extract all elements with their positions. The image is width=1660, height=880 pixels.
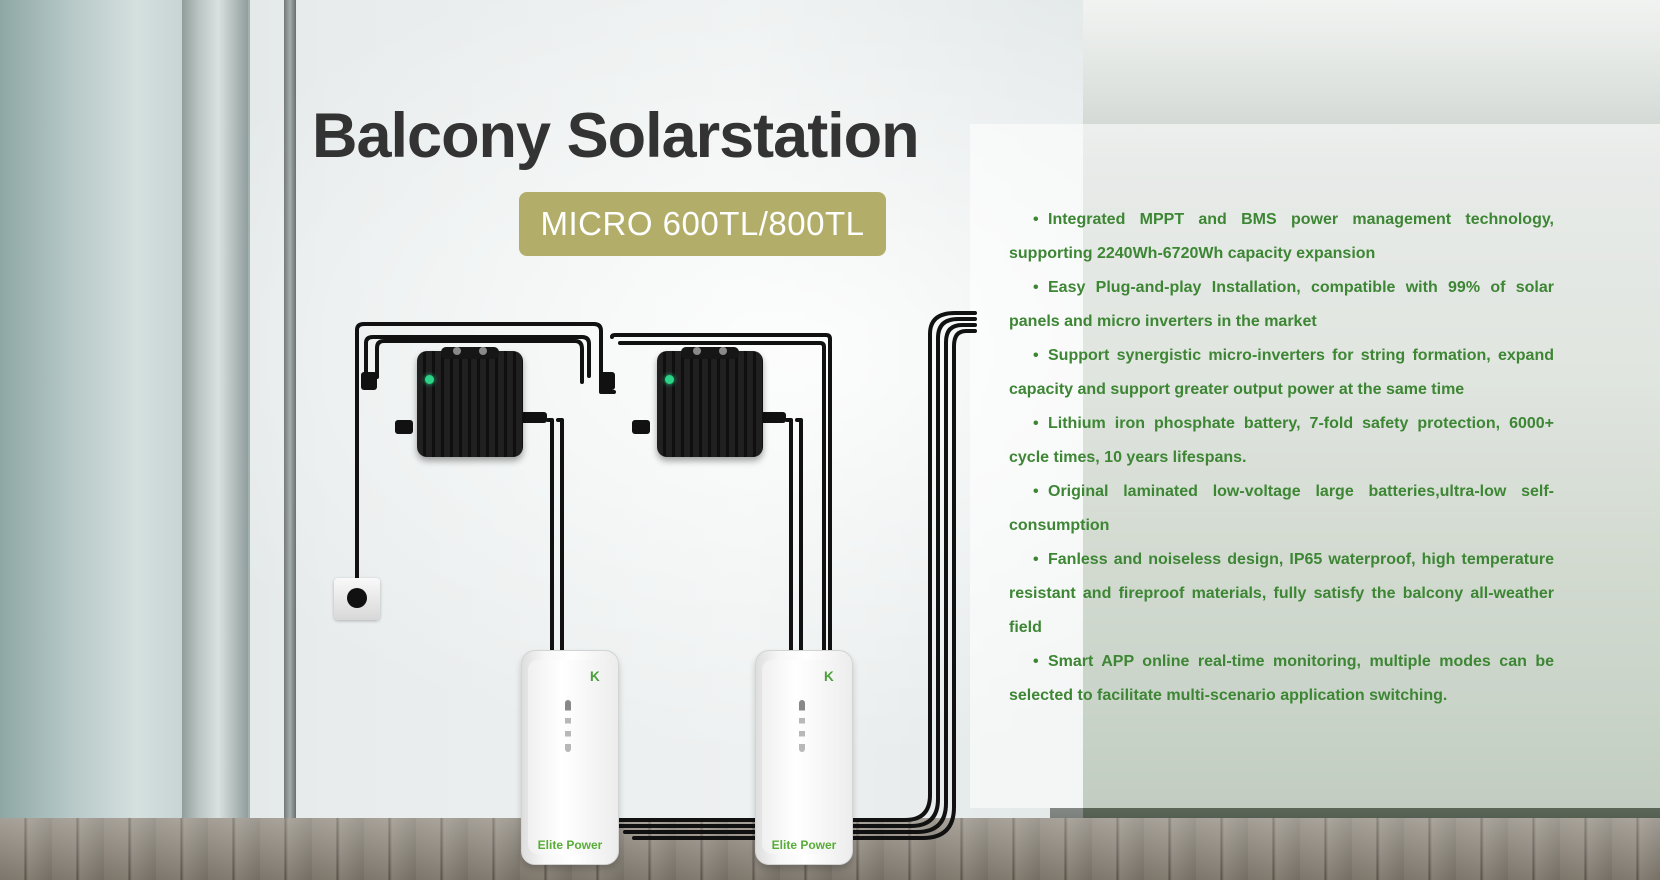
- bullet-icon: •: [1033, 415, 1039, 432]
- feature-item: •Fanless and noiseless design, IP65 wate…: [1009, 543, 1554, 645]
- port-icon: [479, 347, 487, 355]
- micro-inverter-left: [417, 347, 523, 457]
- feature-text: Easy Plug-and-play Installation, compati…: [1009, 279, 1554, 330]
- power-socket: [334, 578, 380, 620]
- battery-level-indicator: [565, 700, 571, 752]
- door-frame-right: [284, 0, 296, 880]
- battery-brand-label: Elite Power: [771, 838, 837, 852]
- brand-logo-icon: ᴷ: [590, 669, 600, 691]
- bullet-icon: •: [1033, 483, 1039, 500]
- status-led-icon: [425, 375, 434, 384]
- feature-text: Fanless and noiseless design, IP65 water…: [1009, 551, 1554, 636]
- inverter-top-cover: [681, 347, 739, 359]
- feature-list: •Integrated MPPT and BMS power managemen…: [1009, 203, 1554, 713]
- feature-item: •Lithium iron phosphate battery, 7-fold …: [1009, 407, 1554, 475]
- micro-inverter-right: [657, 347, 763, 457]
- door-frame-left: [182, 0, 248, 880]
- inverter-top-cover: [441, 347, 499, 359]
- feature-item: •Smart APP online real-time monitoring, …: [1009, 645, 1554, 713]
- bullet-icon: •: [1033, 211, 1039, 228]
- port-icon: [453, 347, 461, 355]
- battery-unit-right: ᴷ Elite Power: [755, 650, 853, 865]
- feature-item: •Support synergistic micro-inverters for…: [1009, 339, 1554, 407]
- port-icon: [719, 347, 727, 355]
- battery-unit-left: ᴷ Elite Power: [521, 650, 619, 865]
- battery-front-face: [528, 660, 612, 854]
- battery-level-indicator: [799, 700, 805, 752]
- port-icon: [693, 347, 701, 355]
- feature-panel: [970, 124, 1660, 808]
- page-title: Balcony Solarstation: [312, 101, 920, 171]
- brand-logo-icon: ᴷ: [824, 669, 834, 691]
- battery-brand-label: Elite Power: [537, 838, 603, 852]
- feature-item: •Integrated MPPT and BMS power managemen…: [1009, 203, 1554, 271]
- plug-icon: [347, 588, 367, 608]
- bullet-icon: •: [1033, 653, 1039, 670]
- bullet-icon: •: [1033, 279, 1039, 296]
- model-badge: MICRO 600TL/800TL: [519, 192, 886, 256]
- feature-item: •Original laminated low-voltage large ba…: [1009, 475, 1554, 543]
- feature-item: •Easy Plug-and-play Installation, compat…: [1009, 271, 1554, 339]
- feature-text: Lithium iron phosphate battery, 7-fold s…: [1009, 415, 1554, 466]
- bullet-icon: •: [1033, 347, 1039, 364]
- battery-front-face: [762, 660, 846, 854]
- feature-text: Integrated MPPT and BMS power management…: [1009, 211, 1554, 262]
- status-led-icon: [665, 375, 674, 384]
- bullet-icon: •: [1033, 551, 1039, 568]
- feature-text: Original laminated low-voltage large bat…: [1009, 483, 1554, 534]
- feature-text: Support synergistic micro-inverters for …: [1009, 347, 1554, 398]
- feature-text: Smart APP online real-time monitoring, m…: [1009, 653, 1554, 704]
